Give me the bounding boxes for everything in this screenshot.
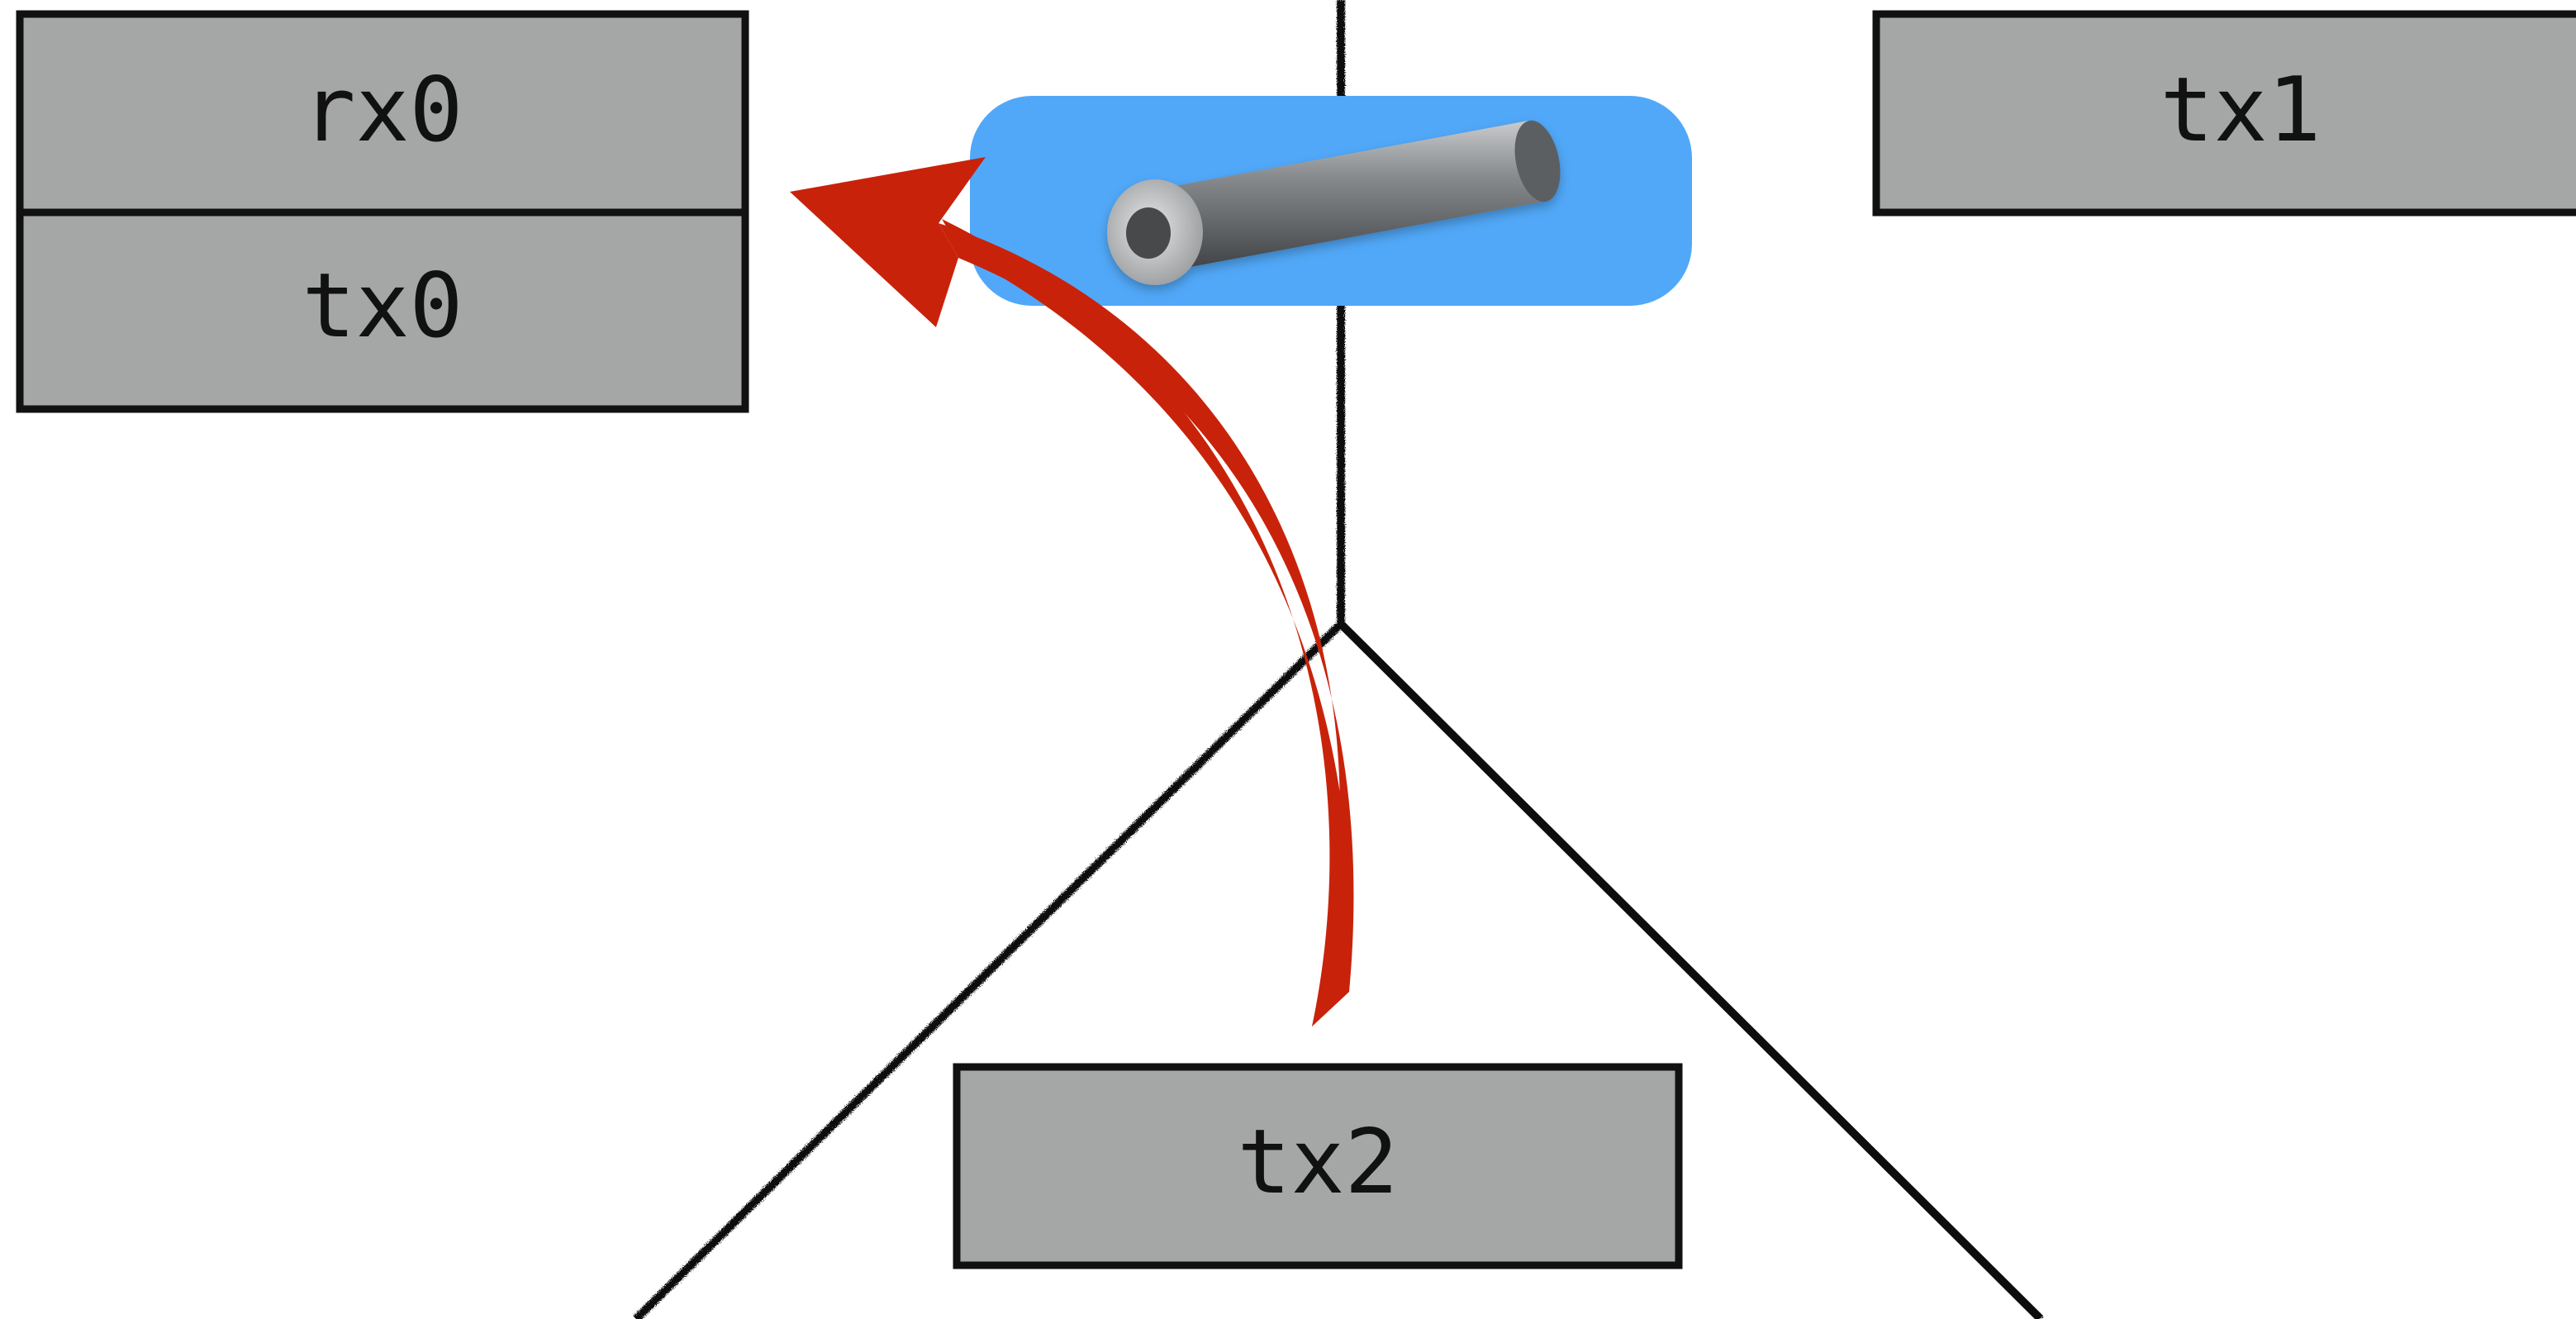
box-tx1 xyxy=(1872,10,2576,217)
label-tx0: tx0 xyxy=(302,255,463,358)
pipe-icon xyxy=(1107,120,1561,285)
boundary-line-left xyxy=(633,621,1344,1319)
pipe-bubble xyxy=(970,96,1692,306)
arrow-shaft xyxy=(939,223,1354,1026)
label-tx2: tx2 xyxy=(1237,1111,1398,1214)
node-tx1: tx1 xyxy=(1872,10,2576,217)
boundary-line-right xyxy=(1338,621,2044,1319)
label-tx1: tx1 xyxy=(2160,59,2321,162)
arrow-head xyxy=(790,157,986,327)
arrow-tx2-to-rx0 xyxy=(790,157,1354,1026)
box-tx2 xyxy=(953,1063,1683,1269)
node-tx2: tx2 xyxy=(953,1063,1683,1269)
label-rx0: rx0 xyxy=(302,59,463,162)
box-tx0 xyxy=(16,208,749,413)
node-rx0-tx0: rx0 tx0 xyxy=(16,10,749,413)
